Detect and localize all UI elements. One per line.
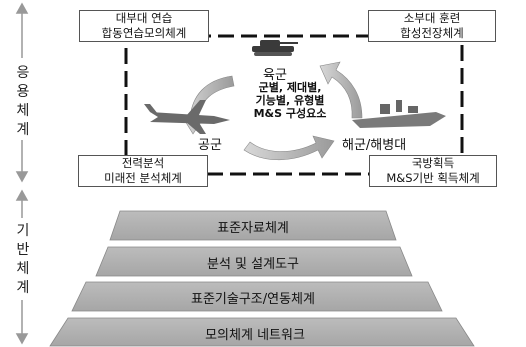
- small-unit-training-box: 소부대 훈련 합성전장체계: [368, 10, 496, 42]
- tank-icon: [252, 40, 298, 56]
- tier-standard-architecture: 표준기술구조/연동체계: [191, 292, 315, 307]
- force-analysis-subtitle: 미래전 분석체계: [104, 171, 182, 185]
- pyramid-tiers: [49, 210, 475, 347]
- defense-acquisition-box: 국방획득 M&S기반 획득체계: [369, 155, 497, 187]
- cycle-arrow-bottom: [243, 135, 335, 161]
- cycle-arrow-right: [319, 61, 363, 119]
- tier-standard-data: 표준자료체계: [217, 221, 289, 236]
- navy-marines-label: 해군/해병대: [342, 138, 407, 153]
- tier-analysis-design-tools: 분석 및 설계도구: [207, 257, 299, 272]
- ms-components-line-2: 기능별, 유형별: [255, 94, 325, 107]
- ms-components-text: 군별, 제대별, 기능별, 유형별 M&S 구성요소: [240, 81, 340, 120]
- force-analysis-title: 전력분석: [121, 156, 165, 170]
- fighter-jet-icon: [144, 100, 230, 134]
- defense-acquisition-subtitle: M&S기반 획득체계: [386, 171, 480, 185]
- tier-shape-3: [71, 281, 443, 312]
- tier-simulation-network: 모의체계 네트워크: [205, 328, 305, 343]
- tier-shape-4: [49, 317, 475, 347]
- application-dashed-frame: [124, 34, 464, 176]
- defense-acquisition-title: 국방획득: [411, 156, 455, 170]
- joint-exercise-subtitle: 합동연습모의체계: [101, 26, 187, 40]
- ms-components-line-3: M&S 구성요소: [253, 107, 327, 120]
- small-unit-training-subtitle: 합성전장체계: [400, 26, 464, 40]
- cycle-arrow-left: [181, 75, 235, 135]
- small-unit-training-title: 소부대 훈련: [403, 11, 461, 25]
- tier-shape-1: [109, 210, 397, 241]
- ms-components-line-1: 군별, 제대별,: [258, 81, 322, 94]
- joint-exercise-title: 대부대 연습: [115, 11, 173, 25]
- lower-side-bracket: [15, 189, 29, 345]
- tier-shape-2: [95, 246, 413, 277]
- joint-exercise-box: 대부대 연습 합동연습모의체계: [79, 10, 209, 42]
- force-analysis-box: 전력분석 미래전 분석체계: [78, 155, 208, 187]
- army-label: 육군: [263, 68, 287, 83]
- warship-icon: [352, 100, 446, 128]
- upper-side-bracket: [15, 2, 29, 183]
- air-force-label: 공군: [198, 138, 222, 153]
